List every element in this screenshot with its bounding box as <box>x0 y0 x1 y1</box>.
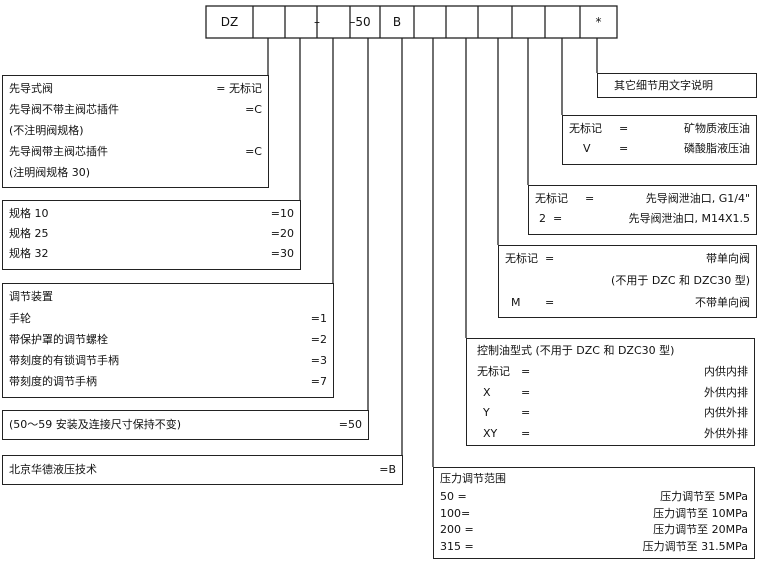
equals: = <box>521 427 531 440</box>
code-cell-50: –50 <box>349 15 371 29</box>
code-cell-asterisk: * <box>595 15 602 29</box>
equals: = <box>521 386 531 399</box>
option-desc: 外供外排 <box>704 427 748 440</box>
drain-port-box: 无标记 = 先导阀泄油口, G1/4" 2 = 先导阀泄油口, M14X1.5 <box>528 185 757 235</box>
option-label: 北京华德液压技术 <box>9 463 97 476</box>
equals: = <box>521 406 531 419</box>
option-desc: 带单向阀 <box>706 252 750 265</box>
code-cell <box>414 6 446 38</box>
other-details-box: 其它细节用文字说明 <box>597 73 757 98</box>
option-label: 规格 25 <box>9 227 49 240</box>
option-desc: 先导阀泄油口, G1/4" <box>645 192 750 205</box>
option-desc: 压力调节至 31.5MPa <box>642 540 748 553</box>
box-title: 调节装置 <box>9 290 53 303</box>
pressure-range-box: 压力调节范围 50 = 压力调节至 5MPa 100= 压力调节至 10MPa 20… <box>433 467 755 559</box>
option-code: X <box>483 386 491 399</box>
option-desc: 压力调节至 5MPa <box>660 490 748 503</box>
option-code: =C <box>245 145 262 158</box>
equals: = <box>619 142 629 155</box>
option-label: 规格 10 <box>9 207 49 220</box>
option-label: 带保护罩的调节螺栓 <box>9 333 108 346</box>
option-code: =10 <box>270 207 294 220</box>
option-code: 无标记 <box>477 365 510 378</box>
option-note: (注明阀规格 30) <box>9 166 91 179</box>
series-box: (50～59 安装及连接尺寸保持不变) =50 <box>2 410 369 440</box>
option-desc: 压力调节至 20MPa <box>653 523 748 536</box>
fluid-box: 无标记 = 矿物质液压油 V = 磷酸脂液压油 <box>562 115 757 165</box>
option-code: 无标记 <box>505 252 538 265</box>
option-label: 带刻度的有锁调节手柄 <box>9 354 119 367</box>
option-label: 先导阀不带主阀芯插件 <box>9 103 119 116</box>
option-code: = 无标记 <box>216 82 262 95</box>
option-code: XY <box>483 427 498 440</box>
code-strip-frame <box>205 5 618 39</box>
option-desc: 先导阀泄油口, M14X1.5 <box>628 212 750 225</box>
pilot-type-box: 先导式阀 = 无标记 先导阀不带主阀芯插件 =C (不注明阀规格) 先导阀带主阀芯插… <box>2 75 269 188</box>
option-desc: 内供外排 <box>704 406 748 419</box>
option-code: =3 <box>310 354 327 367</box>
box-title: 压力调节范围 <box>440 472 506 485</box>
control-oil-box: 控制油型式 (不用于 DZC 和 DZC30 型) 无标记 = 内供内排 X = 外供内… <box>466 338 755 446</box>
code-cell <box>253 6 285 38</box>
code-cell <box>545 6 580 38</box>
option-desc: 压力调节至 10MPa <box>653 507 748 520</box>
size-box: 规格 10 =10 规格 25 =20 规格 32 =30 <box>2 200 301 270</box>
option-code: 50 = <box>440 490 467 503</box>
code-cell <box>446 6 478 38</box>
option-label: 手轮 <box>9 312 31 325</box>
option-code: 315 = <box>440 540 474 553</box>
option-label: 带刻度的调节手柄 <box>9 375 97 388</box>
code-cell-b: B <box>392 15 402 29</box>
equals: = <box>619 122 629 135</box>
code-cell <box>512 6 545 38</box>
option-label: 先导式阀 <box>9 82 53 95</box>
check-valve-box: 无标记 = 带单向阀 (不用于 DZC 和 DZC30 型) M = 不带单向阀 <box>498 245 757 318</box>
option-label: 规格 32 <box>9 247 49 260</box>
code-cell-dividers <box>252 6 581 38</box>
option-code: 100= <box>440 507 471 520</box>
option-code: =2 <box>310 333 327 346</box>
box-title: 控制油型式 (不用于 DZC 和 DZC30 型) <box>477 344 675 357</box>
equals: = <box>545 252 555 265</box>
code-cell-dash: – <box>314 15 320 29</box>
option-desc: 矿物质液压油 <box>684 122 750 135</box>
option-code: 无标记 <box>569 122 602 135</box>
option-code: 无标记 <box>535 192 568 205</box>
option-code: =C <box>245 103 262 116</box>
option-desc: 磷酸脂液压油 <box>684 142 750 155</box>
option-label: (50～59 安装及连接尺寸保持不变) <box>9 418 182 431</box>
option-desc: 不带单向阀 <box>695 296 750 309</box>
option-code: =1 <box>310 312 327 325</box>
option-note: (不注明阀规格) <box>9 124 84 137</box>
option-code: Y <box>483 406 490 419</box>
equals: = <box>553 212 563 225</box>
option-desc: 外供内排 <box>704 386 748 399</box>
option-label: 先导阀带主阀芯插件 <box>9 145 108 158</box>
option-label: 其它细节用文字说明 <box>614 79 713 92</box>
adjustment-box: 调节装置 手轮 =1 带保护罩的调节螺栓 =2 带刻度的有锁调节手柄 =3 带刻度的调… <box>2 283 334 398</box>
code-cell <box>478 6 512 38</box>
option-code: =30 <box>270 247 294 260</box>
option-code: =7 <box>310 375 327 388</box>
equals: = <box>585 192 595 205</box>
option-code: V <box>583 142 591 155</box>
manufacturer-box: 北京华德液压技术 =B <box>2 455 403 485</box>
option-code: =50 <box>338 418 362 431</box>
option-desc: 内供内排 <box>704 365 748 378</box>
option-code: M <box>511 296 521 309</box>
option-note: (不用于 DZC 和 DZC30 型) <box>611 274 750 287</box>
equals: = <box>545 296 555 309</box>
option-code: 2 <box>539 212 546 225</box>
option-code: =20 <box>270 227 294 240</box>
equals: = <box>521 365 531 378</box>
code-cell-dz: DZ <box>220 15 239 29</box>
option-code: =B <box>379 463 396 476</box>
option-code: 200 = <box>440 523 474 536</box>
